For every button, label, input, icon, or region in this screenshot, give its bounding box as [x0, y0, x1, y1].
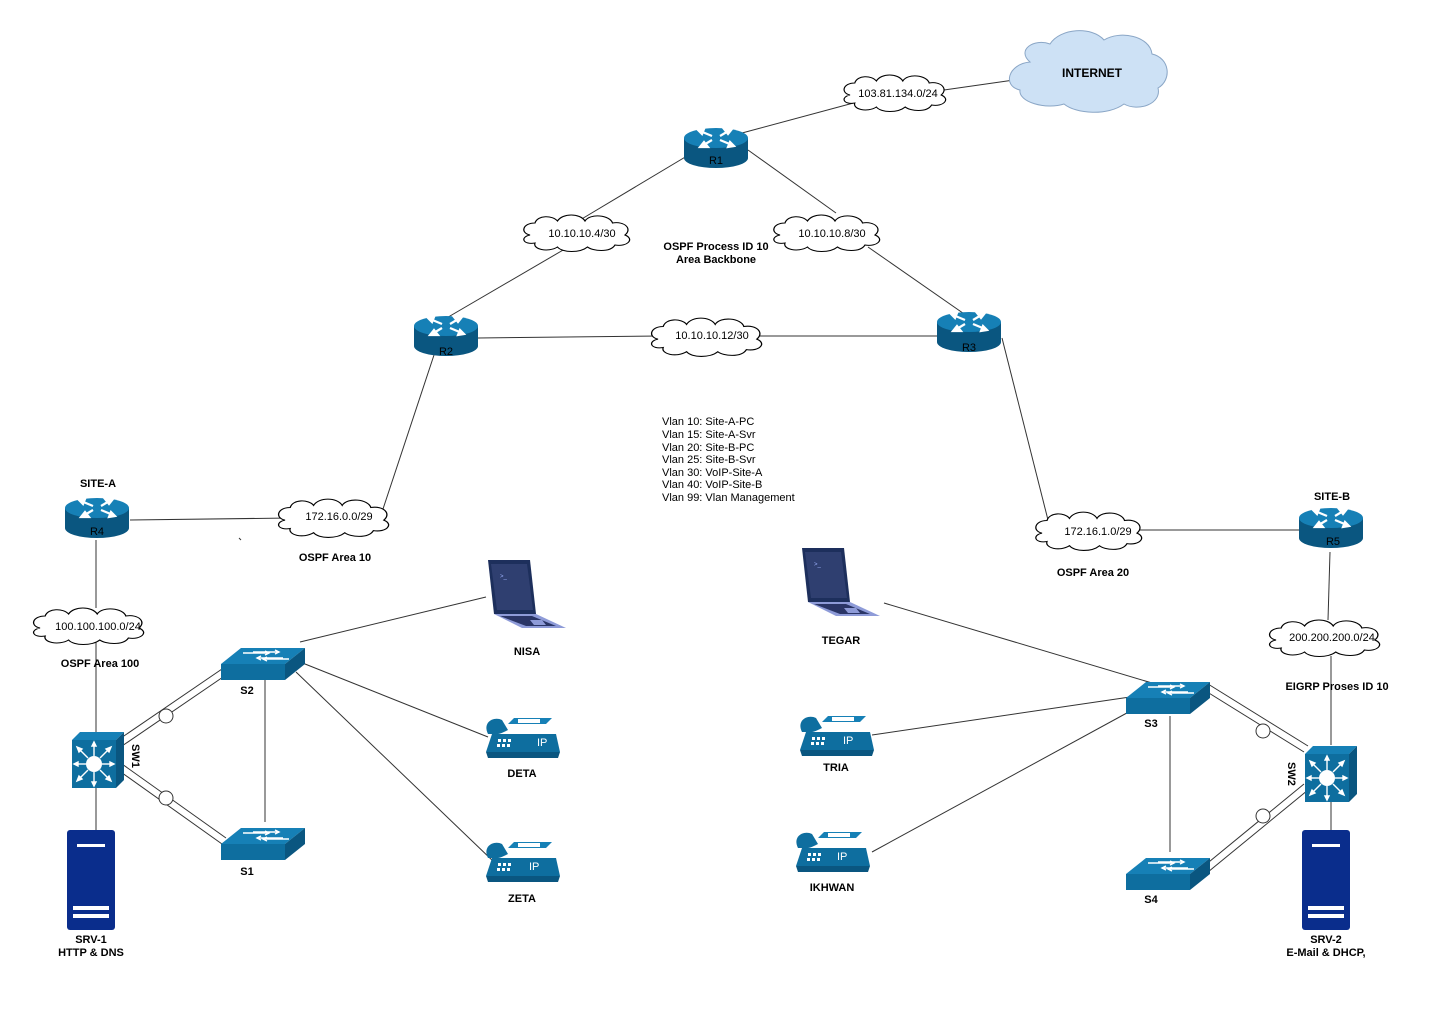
- router-r4-label: R4: [90, 526, 104, 538]
- ospf-area-10-label: OSPF Area 10: [299, 552, 371, 564]
- site-a-lan-label: 100.100.100.0/24: [55, 621, 141, 633]
- backbone-area-subtitle: Area Backbone: [676, 254, 756, 266]
- multilayer-switch-sw2[interactable]: [1304, 745, 1358, 803]
- wan-network-label: 103.81.134.0/24: [858, 88, 938, 100]
- vlan-item: Vlan 15: Site-A-Svr: [662, 429, 756, 441]
- s1-label: S1: [240, 866, 253, 878]
- router-r5-label: R5: [1326, 536, 1340, 548]
- vlan-item: Vlan 30: VoIP-Site-A: [662, 467, 763, 479]
- r2-r3-network-label: 10.10.10.12/30: [675, 330, 748, 342]
- switch-s2[interactable]: [220, 647, 306, 681]
- srv1-name: SRV-1: [75, 934, 107, 946]
- site-b-lan-label: 200.200.200.0/24: [1289, 632, 1375, 644]
- srv2-name: SRV-2: [1310, 934, 1342, 946]
- site-a-label: SITE-A: [80, 478, 116, 490]
- zeta-label: ZETA: [508, 893, 536, 905]
- switch-s3[interactable]: [1125, 681, 1211, 715]
- vlan-item: Vlan 25: Site-B-Svr: [662, 454, 756, 466]
- srv2-role: E-Mail & DHCP,: [1286, 947, 1365, 959]
- ospf-area-20-label: OSPF Area 20: [1057, 567, 1129, 579]
- r1-r3-network-label: 10.10.10.8/30: [798, 228, 865, 240]
- vlan-item: Vlan 20: Site-B-PC: [662, 442, 754, 454]
- eigrp-label: EIGRP Proses ID 10: [1285, 681, 1388, 693]
- links: [95, 79, 1332, 873]
- sw1-label: SW1: [129, 744, 141, 768]
- ip-phone-text: IP: [537, 737, 547, 749]
- backbone-area-title: OSPF Process ID 10: [663, 241, 768, 253]
- r2-r4-network-label: 172.16.0.0/29: [305, 511, 372, 523]
- ip-phone-ikhwan[interactable]: [796, 832, 870, 872]
- ip-phone-text: IP: [529, 861, 539, 873]
- ip-phone-tria[interactable]: [800, 716, 874, 756]
- server-srv2[interactable]: [1302, 830, 1350, 930]
- router-r1-label: R1: [709, 155, 723, 167]
- switch-s4[interactable]: [1125, 857, 1211, 891]
- multilayer-switch-sw1[interactable]: [71, 731, 125, 789]
- r3-r5-network-label: 172.16.1.0/29: [1064, 526, 1131, 538]
- vlan-item: Vlan 10: Site-A-PC: [662, 416, 754, 428]
- router-r2-label: R2: [439, 346, 453, 358]
- tria-label: TRIA: [823, 762, 849, 774]
- laptop-tegar[interactable]: [802, 548, 880, 616]
- vlan-item: Vlan 40: VoIP-Site-B: [662, 479, 762, 491]
- ospf-area-100-label: OSPF Area 100: [61, 658, 139, 670]
- vlan-item: Vlan 99: Vlan Management: [662, 492, 795, 504]
- network-clouds: 103.81.134.0/24 10.10.10.4/30 10.10.10.8…: [32, 74, 1381, 658]
- ip-phone-zeta[interactable]: [486, 842, 560, 882]
- s3-label: S3: [1144, 718, 1157, 730]
- router-r3-label: R3: [962, 342, 976, 354]
- ikhwan-label: IKHWAN: [810, 882, 855, 894]
- internet-label: INTERNET: [1062, 66, 1123, 80]
- srv1-role: HTTP & DNS: [58, 947, 124, 959]
- s2-label: S2: [240, 685, 253, 697]
- tegar-label: TEGAR: [822, 635, 861, 647]
- trunk-markers: [158, 708, 1271, 824]
- internet-cloud: INTERNET: [1008, 30, 1168, 113]
- ip-phone-deta[interactable]: [486, 718, 560, 758]
- ip-phone-text: IP: [843, 735, 853, 747]
- ip-phone-text: IP: [837, 851, 847, 863]
- switch-s1[interactable]: [220, 827, 306, 861]
- nisa-label: NISA: [514, 646, 540, 658]
- deta-label: DETA: [507, 768, 536, 780]
- s4-label: S4: [1144, 894, 1158, 906]
- vlan-list: Vlan 10: Site-A-PC Vlan 15: Site-A-Svr V…: [662, 416, 795, 504]
- server-srv1[interactable]: [67, 830, 115, 930]
- site-b-label: SITE-B: [1314, 491, 1350, 503]
- laptop-nisa[interactable]: [488, 560, 566, 628]
- sw2-label: SW2: [1285, 762, 1297, 786]
- r1-r2-network-label: 10.10.10.4/30: [548, 228, 615, 240]
